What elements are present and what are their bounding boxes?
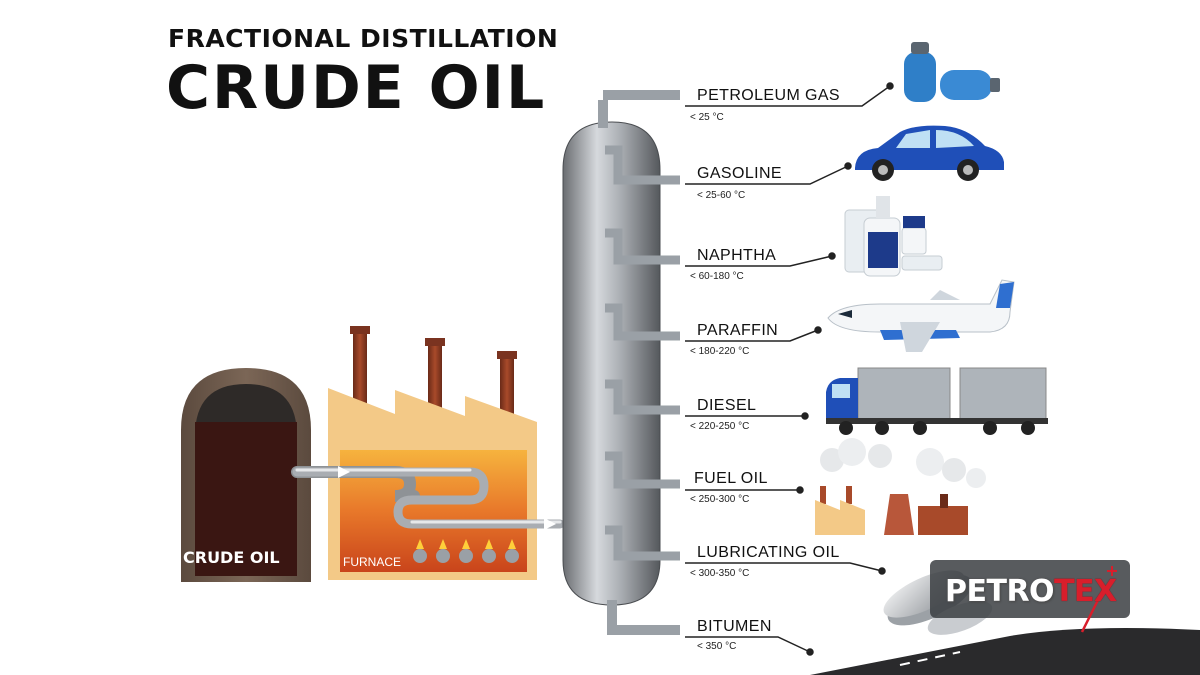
airplane-icon — [827, 279, 1015, 352]
truck-icon — [826, 367, 1048, 435]
fraction-name: GASOLINE — [697, 165, 783, 182]
fraction-temp: < 250-300 °C — [690, 494, 750, 505]
petrotex-logo-mark — [930, 560, 1130, 633]
crude-oil-label: CRUDE OIL — [183, 548, 280, 567]
fraction-name: PARAFFIN — [697, 322, 779, 339]
road-icon — [810, 628, 1200, 675]
feed-pipe — [291, 466, 565, 530]
brand-part-2: TEX — [1054, 574, 1117, 609]
brand-logo: PETROTEX — [945, 574, 1117, 609]
fraction-temp: < 300-350 °C — [690, 568, 750, 579]
brand-part-1: PETRO — [945, 574, 1055, 609]
cosmetics-icon — [844, 196, 943, 277]
furnace-burners — [413, 539, 519, 563]
fraction-name: LUBRICATING OIL — [697, 544, 840, 561]
factory-icon — [815, 438, 986, 535]
crude-oil-tank — [181, 368, 311, 582]
fraction-name: FUEL OIL — [694, 470, 768, 487]
fraction-temp: < 180-220 °C — [690, 346, 750, 357]
fraction-temp: < 350 °C — [697, 641, 737, 652]
fraction-temp: < 60-180 °C — [690, 271, 744, 282]
fraction-temp: < 220-250 °C — [690, 421, 750, 432]
furnace-label: FURNACE — [343, 555, 402, 569]
title-line-2: CRUDE OIL — [166, 53, 547, 123]
fraction-name: PETROLEUM GAS — [697, 87, 841, 104]
fraction-name: BITUMEN — [697, 618, 772, 635]
leader-lines — [685, 82, 894, 656]
car-icon — [855, 125, 1004, 181]
furnace — [328, 326, 537, 580]
fraction-name: NAPHTHA — [697, 247, 777, 264]
gas-cylinder-icon — [904, 42, 1000, 102]
title-line-1: FRACTIONAL DISTILLATION — [168, 24, 559, 53]
distillation-column — [562, 90, 680, 635]
fraction-temp: < 25-60 °C — [697, 190, 746, 201]
fraction-name: DIESEL — [697, 397, 757, 414]
column-outlet-pipes — [605, 145, 680, 561]
fraction-temp: < 25 °C — [690, 112, 724, 123]
